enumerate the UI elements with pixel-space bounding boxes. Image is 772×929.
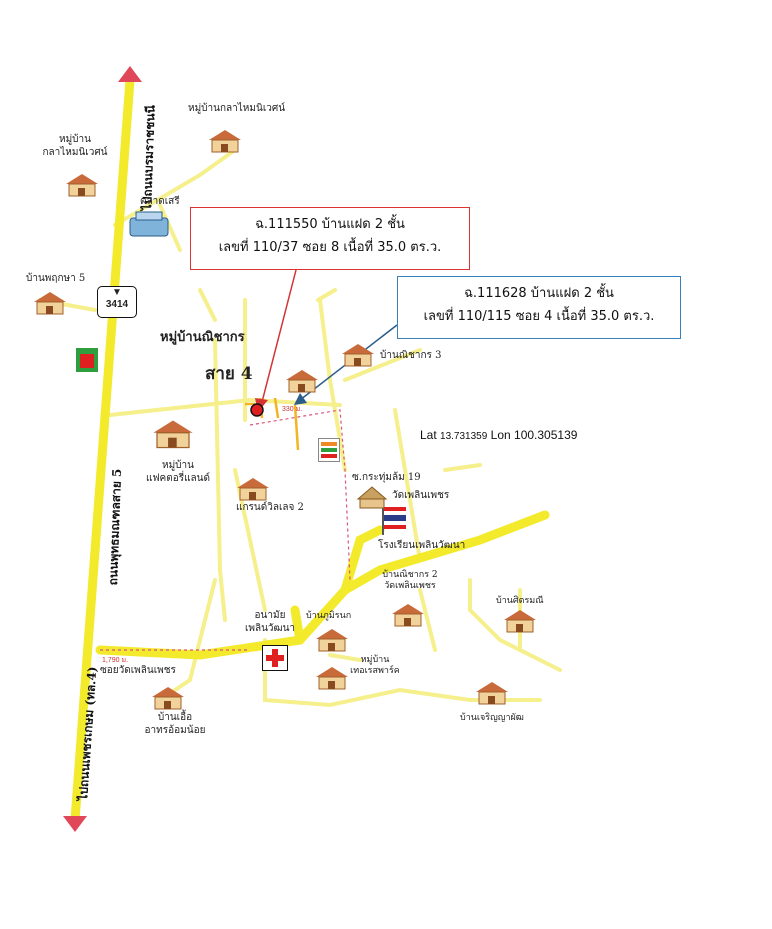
place-label: อนามัย เพลินวัฒนา (244, 610, 296, 634)
place-label: บ้านพฤกษา 5 (26, 273, 86, 284)
listing-2-line1: ฉ.111628 บ้านแฝด 2 ชั้น (464, 286, 614, 301)
place-label: บ้านภูมิรนก (306, 611, 352, 621)
market-icon (128, 208, 170, 238)
road-label-krathum: ซ.กระทุ่มล้ม 19 (352, 472, 421, 483)
minor-roads (38, 148, 562, 708)
road-label-mid: ถนนพุทธมณฑลสาย 5 (105, 468, 125, 586)
place-label: บ้านเจริญญาผัฒ (460, 713, 524, 723)
place-label: ตลาดเสรี (140, 196, 180, 207)
road-label-sai4: สาย 4 (205, 364, 253, 384)
road-label-phloen: ซอยวัดเพลินเพชร (100, 665, 176, 676)
store-logo-icon (76, 348, 98, 372)
road-label-top: ไปถนนบรมราชชนนี (139, 104, 158, 211)
house-icon (312, 627, 352, 653)
house-icon (148, 685, 188, 711)
place-label: แกรนด์วิลเลจ 2 (236, 502, 304, 513)
pointer-red (261, 269, 297, 403)
route-dashes (100, 409, 351, 651)
house-icon (312, 665, 352, 691)
route-shield-icon: ▼ 3414 (97, 286, 137, 318)
place-label: วัดเพลินเพชร (392, 490, 450, 501)
house-icon (233, 476, 273, 502)
place-label: โรงเรียนเพลินวัฒนา (378, 540, 466, 551)
listing-1-line1: ฉ.111550 บ้านแฝด 2 ชั้น (255, 217, 405, 232)
house-icon (30, 290, 70, 316)
listing-2-line2: เลขที่ 110/115 ซอย 4 เนื้อที่ 35.0 ตร.ว. (423, 308, 655, 324)
house-icon (148, 418, 198, 450)
temple-icon (352, 485, 392, 509)
lon-label: Lon (490, 428, 511, 442)
lat-label: Lat (420, 428, 437, 442)
place-label: บ้านณิชากร 3 (380, 350, 442, 361)
lon-value: 100.305139 (514, 428, 578, 442)
main-roads (70, 75, 550, 825)
listing-callout-2: ฉ.111628 บ้านแฝด 2 ชั้น เลขที่ 110/115 ซ… (397, 276, 681, 339)
house-icon (472, 680, 512, 706)
place-label: บ้านศิตรมณี (496, 596, 544, 606)
listing-callout-1: ฉ.111550 บ้านแฝด 2 ชั้น เลขที่ 110/37 ซอ… (190, 207, 470, 270)
place-label: บ้านณิชากร 2 วัดเพลินเพชร (382, 570, 438, 592)
school-flag-icon (380, 505, 410, 537)
convenience-store-icon (318, 438, 340, 462)
place-label: หมู่บ้าน กลาไหมนิเวศน์ (42, 134, 108, 158)
house-icon (282, 368, 322, 394)
distance-label: 330 ม. (282, 406, 303, 413)
health-center-icon (262, 645, 288, 671)
house-icon (500, 608, 540, 634)
listing-1-line2: เลขที่ 110/37 ซอย 8 เนื้อที่ 35.0 ตร.ว. (218, 239, 442, 255)
place-label: หมู่บ้านกลาไหมนิเวศน์ (188, 103, 286, 114)
house-icon (338, 342, 378, 368)
house-icon (62, 172, 102, 198)
route-number: 3414 (105, 299, 129, 310)
lat-value: 13.731359 (440, 431, 488, 442)
coordinates: Lat 13.731359 Lon 100.305139 (420, 428, 577, 442)
place-label: บ้านเอื้อ อาทรอ้อมน้อย (144, 712, 206, 736)
house-icon (205, 128, 245, 154)
property-marker[interactable] (250, 403, 264, 417)
place-label: หมู่บ้านณิชากร (160, 330, 245, 345)
place-label: หมู่บ้าน เทอเรสพาร์ค (350, 655, 400, 677)
place-label: หมู่บ้าน แฟคตอรี่แลนด์ (146, 460, 210, 484)
direction-arrows (63, 66, 142, 832)
house-icon (388, 602, 428, 628)
distance-label: 1,790 ม. (102, 657, 129, 664)
